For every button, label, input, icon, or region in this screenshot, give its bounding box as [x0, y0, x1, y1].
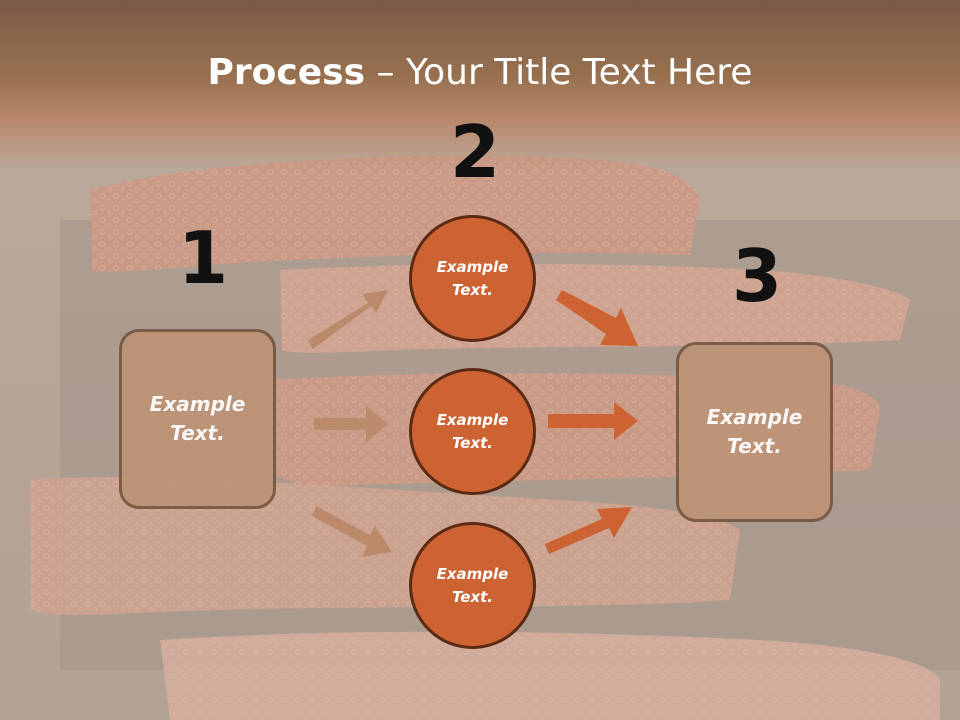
circle-step-middle-text: Example Text. — [436, 411, 509, 452]
arrow-right-up — [545, 507, 632, 554]
circle-step-bottom-text: Example Text. — [436, 565, 509, 606]
step-number-2: 2 — [450, 110, 501, 194]
title-text-part: – Your Title Text Here — [365, 52, 753, 93]
step-number-3: 3 — [732, 234, 783, 318]
left-step-box-text: Example Text. — [149, 392, 246, 445]
right-step-box: Example Text. — [676, 342, 833, 522]
right-step-box-text: Example Text. — [706, 405, 803, 458]
arrow-left-up — [308, 290, 388, 349]
step-number-1: 1 — [178, 216, 229, 300]
arrow-left-middle — [314, 406, 388, 442]
left-step-box: Example Text. — [119, 329, 276, 509]
circle-step-bottom: Example Text. — [409, 522, 536, 649]
circle-step-top-text: Example Text. — [436, 258, 509, 299]
circle-step-middle: Example Text. — [409, 368, 536, 495]
arrow-left-down — [312, 506, 392, 557]
title-bold-part: Process — [207, 52, 366, 93]
arrow-right-down — [556, 290, 638, 346]
title-band — [0, 0, 960, 170]
circle-step-top: Example Text. — [409, 215, 536, 342]
arrow-right-middle — [548, 402, 638, 440]
slide-title: Process – Your Title Text Here — [0, 52, 960, 93]
